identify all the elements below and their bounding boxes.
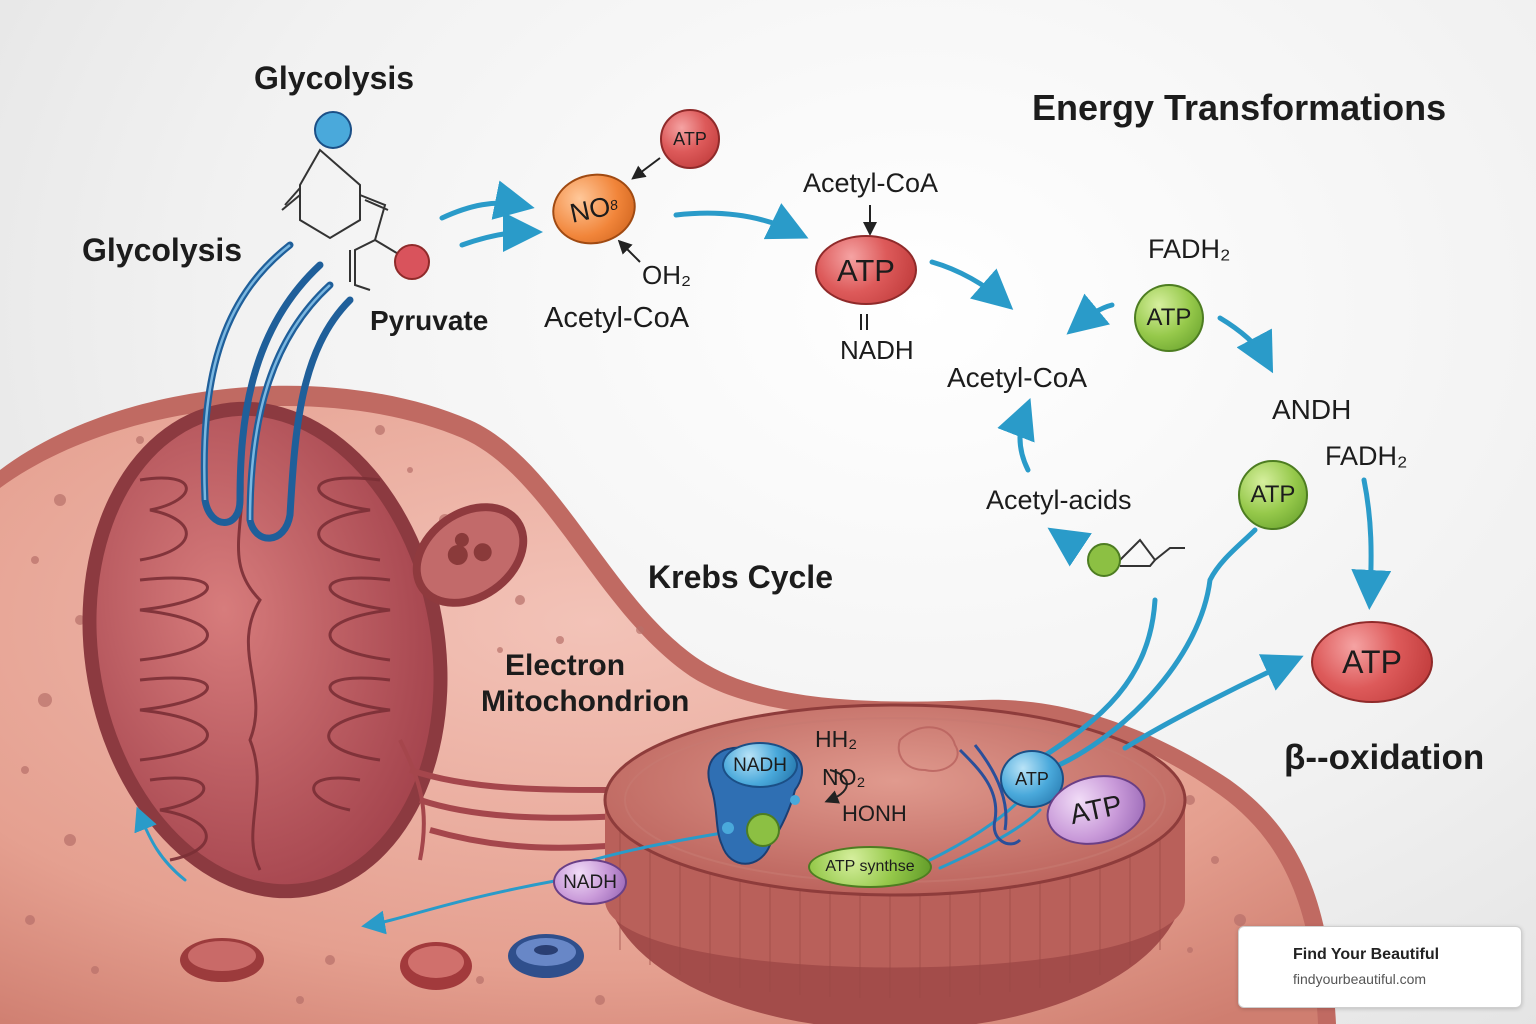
krebs-cycle-label: Krebs Cycle — [648, 559, 833, 595]
oh2-label: OH₂ — [642, 260, 692, 290]
atp-big-red-right: ATP — [1311, 621, 1433, 703]
nadh-purple-pill: NADH — [553, 859, 627, 905]
hh2-label: HH₂ — [815, 726, 858, 752]
glucose-ball-red — [394, 244, 430, 280]
atp-small-red: ATP — [660, 109, 720, 169]
fadh2-top-label: FADH₂ — [1148, 234, 1231, 264]
equals-mark — [860, 314, 868, 330]
brand-name: Find Your Beautiful — [1293, 946, 1440, 963]
flow-tubes-right — [1035, 527, 1258, 773]
disc-blob — [897, 726, 959, 772]
brand-url: findyourbeautiful.com — [1293, 971, 1427, 987]
nadh-text-label: NADH — [840, 335, 914, 365]
no-molecule-label: NO — [567, 190, 614, 229]
fatty-acid-ball — [1087, 543, 1121, 577]
atp-green-1: ATP — [1134, 284, 1204, 352]
atp-big-red-top: ATP — [815, 235, 917, 305]
no2-label: NO₂ — [822, 764, 866, 790]
acetyl-coa-label-1: Acetyl-CoA — [544, 302, 690, 334]
no-molecule-superscript: 8 — [608, 196, 620, 214]
honh-label: HONH — [842, 801, 907, 826]
fadh2-right-label: FADH₂ — [1325, 441, 1408, 471]
electron-label: Electron — [505, 649, 626, 682]
beta-oxidation-label: β--oxidation — [1284, 738, 1485, 777]
glycolysis-title-left: Glycolysis — [82, 232, 243, 268]
glucose-structure — [281, 148, 401, 291]
andh-label: ANDH — [1272, 394, 1352, 425]
brand-badge[interactable]: Find Your Beautiful findyourbeautiful.co… — [1238, 926, 1522, 1008]
glucose-ball-blue — [314, 111, 352, 149]
acetyl-coa-label-top: Acetyl-CoA — [803, 168, 939, 198]
nadh-blue-pill: NADH — [722, 742, 798, 788]
atp-green-2: ATP — [1238, 460, 1308, 530]
membrane-proteins — [958, 744, 1022, 846]
fatty-acid-structure — [1119, 538, 1185, 567]
no-arrows — [617, 157, 877, 804]
energy-transformations-title: Energy Transformations — [1032, 87, 1447, 128]
atp-synthase-pill: ATP synthse — [808, 846, 932, 888]
pyruvate-label: Pyruvate — [370, 305, 489, 336]
atp-blue-pill: ATP — [1000, 750, 1064, 808]
mitochondrion — [82, 401, 448, 899]
mitochondrion-label: Mitochondrion — [481, 685, 690, 718]
glycolysis-title-top: Glycolysis — [254, 60, 415, 96]
flow-arrows — [439, 180, 1392, 751]
acetyl-coa-label-right: Acetyl-CoA — [947, 362, 1088, 393]
small-organelles — [180, 503, 584, 990]
acetyl-acids-label: Acetyl-acids — [986, 485, 1132, 515]
